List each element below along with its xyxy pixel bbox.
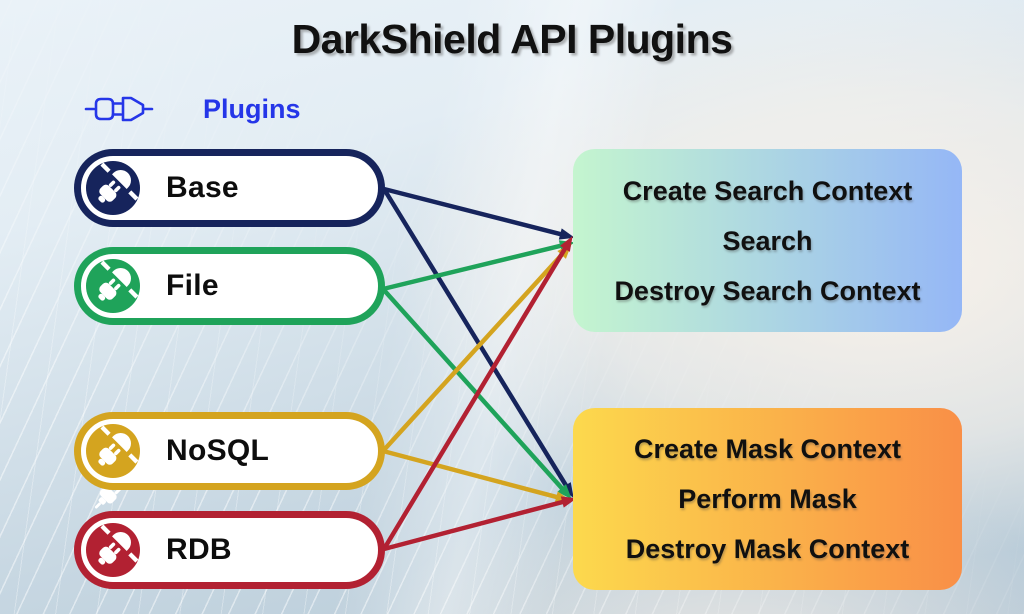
api-operation: Create Mask Context — [633, 434, 902, 464]
plugin-label: Base — [166, 171, 239, 204]
api-operation: Destroy Mask Context — [625, 534, 910, 564]
arrow-head — [557, 484, 572, 500]
plug-badge-icon — [86, 424, 140, 478]
plugs-icon — [84, 96, 154, 122]
plugin-label: NoSQL — [166, 434, 270, 467]
connection-line — [381, 287, 567, 493]
mask-api-group: Create Mask Context Perform Mask Destroy… — [573, 408, 962, 590]
plugin-node-rdb: RDB — [74, 511, 385, 589]
plugin-node-file: File — [74, 247, 385, 325]
page-title: DarkShield API Plugins — [291, 16, 733, 62]
plugin-label: RDB — [166, 533, 232, 566]
plugin-node-nosql: NoSQL — [74, 412, 385, 490]
api-operation: Perform Mask — [678, 484, 857, 514]
plug-badge-icon — [86, 523, 140, 577]
connection-line — [382, 448, 561, 501]
plug-badge-icon — [86, 259, 140, 313]
arrow-head — [558, 228, 575, 240]
api-operation: Search — [722, 225, 813, 256]
plugin-label: File — [166, 269, 219, 302]
connection-line — [382, 244, 569, 551]
api-operation: Create Search Context — [622, 175, 913, 206]
connection-line — [383, 186, 565, 238]
connection-line — [383, 498, 567, 552]
api-operation: Destroy Search Context — [614, 275, 921, 306]
plugin-node-base: Base — [74, 149, 385, 227]
legend-label: Plugins — [203, 93, 301, 124]
search-api-group: Create Search Context Search Destroy Sea… — [573, 149, 962, 332]
arrow-head — [560, 496, 577, 508]
plugins-legend: Plugins — [84, 90, 301, 128]
arrow-head — [559, 236, 573, 252]
connection-line — [381, 250, 566, 453]
connection-line — [382, 187, 570, 490]
connection-line — [382, 242, 565, 292]
plug-badge-icon — [86, 161, 140, 215]
